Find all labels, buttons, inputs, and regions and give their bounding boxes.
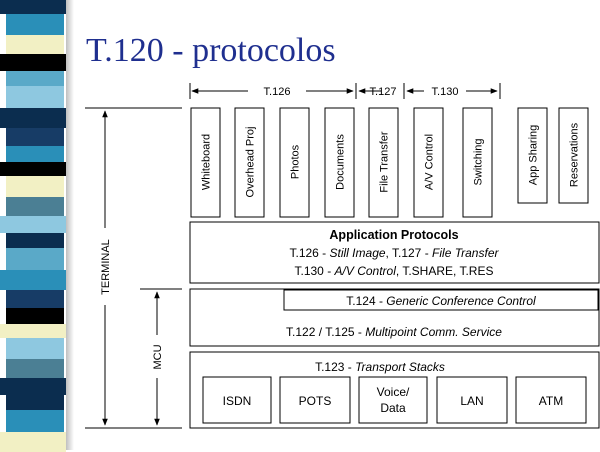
app-box-whiteboard xyxy=(190,107,221,218)
network-box-pots xyxy=(279,376,351,424)
bracket-label-t126: T.126 xyxy=(264,86,291,98)
app-boxes: Whiteboard Overhead Proj Photos Document… xyxy=(190,107,589,218)
app-label-whiteboard: Whiteboard xyxy=(201,134,213,190)
strip-band xyxy=(0,0,66,14)
slide-title: T.120 - protocolos xyxy=(86,32,336,69)
mcu-label: MCU xyxy=(152,344,164,369)
app-label-switching: Switching xyxy=(473,138,485,185)
app-box-overhead-proj xyxy=(234,107,265,218)
network-label-lan: LAN xyxy=(460,394,483,408)
strip-band xyxy=(6,248,64,270)
app-box-documents xyxy=(324,107,355,218)
mcs-label: T.122 / T.125 - Multipoint Comm. Service xyxy=(286,325,502,339)
app-label-photos: Photos xyxy=(290,144,302,179)
app-box-av-control xyxy=(413,107,444,218)
network-boxes: ISDN POTS Voice/ Data LAN ATM xyxy=(202,376,587,424)
application-protocols-line-2: T.126 - Still Image, T.127 - File Transf… xyxy=(289,246,499,260)
strip-band xyxy=(6,338,64,359)
strip-band xyxy=(0,270,66,290)
bracket-label-t130: T.130 xyxy=(432,86,459,98)
strip-band xyxy=(6,308,64,324)
network-label-data: Data xyxy=(380,401,406,415)
mcu-span: MCU xyxy=(140,288,182,426)
app-box-reservations xyxy=(558,107,589,204)
terminal-span: TERMINAL xyxy=(85,107,182,429)
strip-band xyxy=(6,35,64,54)
strip-band xyxy=(0,432,66,452)
bracket-t130: T.130 xyxy=(406,86,498,98)
gcc-box xyxy=(283,289,599,311)
app-box-photos xyxy=(279,107,310,218)
app-box-switching xyxy=(462,107,493,218)
network-box-isdn xyxy=(202,376,272,424)
gcc-label: T.124 - Generic Conference Control xyxy=(346,294,536,308)
app-label-reservations: Reservations xyxy=(569,122,581,187)
strip-band xyxy=(6,14,64,35)
terminal-label: TERMINAL xyxy=(100,239,112,295)
strip-band xyxy=(0,378,66,395)
strip-band xyxy=(0,54,66,71)
strip-band xyxy=(0,324,66,338)
network-label-isdn: ISDN xyxy=(223,394,252,408)
app-label-documents: Documents xyxy=(335,134,347,190)
strip-band xyxy=(6,86,64,108)
network-box-atm xyxy=(515,376,587,424)
decorative-color-strip xyxy=(0,0,66,452)
strip-band xyxy=(6,71,64,86)
network-box-lan xyxy=(436,376,508,424)
application-protocols-line-3: T.130 - A/V Control, T.SHARE, T.RES xyxy=(295,264,494,278)
strip-band xyxy=(6,395,64,410)
strip-band xyxy=(0,216,66,233)
network-label-voice: Voice/ xyxy=(377,385,410,399)
strip-shadow xyxy=(66,0,74,450)
app-label-file-transfer: File Transfer xyxy=(379,131,391,192)
strip-band xyxy=(0,108,66,128)
strip-band xyxy=(6,290,64,308)
app-box-app-sharing xyxy=(517,107,548,204)
bracket-t126: T.126 xyxy=(189,83,354,99)
app-label-overhead-proj: Overhead Proj xyxy=(245,127,257,198)
network-label-atm: ATM xyxy=(539,394,563,408)
application-protocols-box xyxy=(189,221,600,284)
strip-band xyxy=(6,410,64,432)
strip-band xyxy=(6,359,64,378)
strip-band xyxy=(6,233,64,248)
bracket-t127: T.127 xyxy=(358,86,397,98)
app-label-av-control: A/V Control xyxy=(424,134,436,190)
strip-band xyxy=(6,176,64,197)
strip-band xyxy=(0,162,66,176)
strip-band xyxy=(6,128,64,146)
network-box-voice-data xyxy=(358,376,428,424)
transport-stacks-label: T.123 - Transport Stacks xyxy=(315,360,445,374)
app-label-app-sharing: App Sharing xyxy=(528,125,540,186)
strip-band xyxy=(6,146,64,162)
application-protocols-heading: Application Protocols xyxy=(329,228,458,242)
network-label-pots: POTS xyxy=(299,394,332,408)
app-box-file-transfer xyxy=(368,107,399,218)
strip-band xyxy=(6,197,64,216)
bracket-label-t127: T.127 xyxy=(370,86,397,98)
